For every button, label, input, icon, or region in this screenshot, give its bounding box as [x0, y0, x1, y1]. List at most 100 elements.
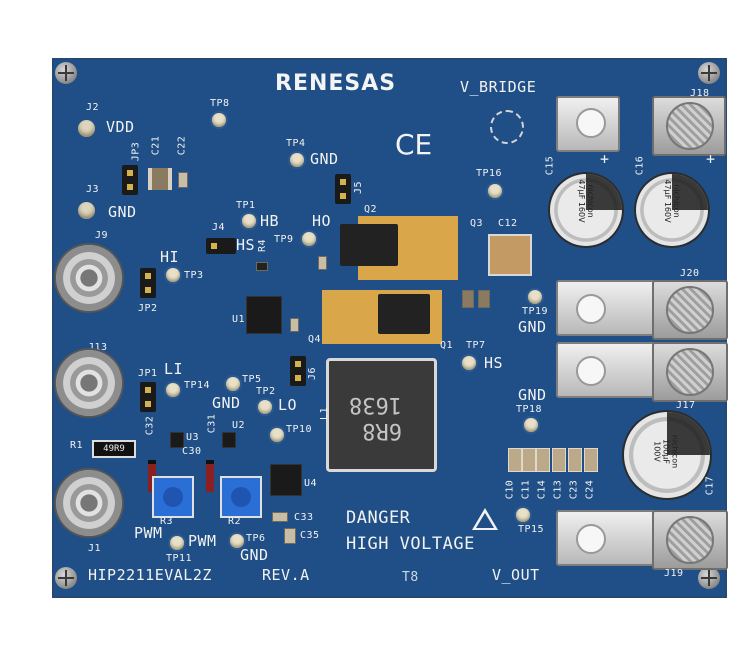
capacitor-c22: [178, 172, 188, 188]
lug-j20-a[interactable]: [556, 280, 660, 336]
test-point-tp19[interactable]: [528, 290, 542, 304]
bnc-connector-j9[interactable]: [56, 245, 122, 311]
lug-j19[interactable]: [556, 510, 660, 566]
test-point-tp1[interactable]: [242, 214, 256, 228]
test-point-tp14[interactable]: [166, 383, 180, 397]
label-v-out: V_OUT: [492, 566, 540, 584]
label-tp11: TP11: [166, 553, 193, 564]
label-j2: J2: [86, 102, 100, 113]
label-c15: C15: [544, 155, 556, 176]
label-hs-left: HS: [236, 236, 256, 254]
label-q3: Q3: [470, 218, 484, 229]
jumper-j4[interactable]: [206, 238, 236, 254]
test-point-tp7[interactable]: [462, 356, 476, 370]
test-point-tp15[interactable]: [516, 508, 530, 522]
capacitor-c14: [536, 448, 550, 472]
warning-high-voltage: HIGH VOLTAGE: [346, 534, 475, 554]
label-v-bridge: V_BRIDGE: [460, 78, 537, 96]
label-j17: J17: [676, 400, 696, 411]
inductor-marking-line1: 6R8: [362, 418, 402, 443]
bnc-connector-j13[interactable]: [56, 350, 122, 416]
label-gnd-tp5: GND: [212, 394, 241, 412]
label-c23: C23: [568, 479, 580, 500]
jumper-jp1[interactable]: [140, 382, 156, 412]
jumper-j6[interactable]: [290, 356, 306, 386]
label-c21: C21: [150, 135, 162, 156]
jumper-jp3[interactable]: [122, 165, 138, 195]
capacitor-c4: [290, 318, 299, 332]
label-gnd-tp6: GND: [240, 546, 269, 564]
mosfet-q1: [378, 294, 430, 334]
label-tp3: TP3: [184, 270, 204, 281]
capacitor-c11: [522, 448, 536, 472]
label-model: HIP2211EVAL2Z: [88, 566, 212, 584]
high-voltage-warning-icon: [472, 508, 498, 530]
recycle-icon: [490, 110, 524, 144]
test-point-tp11[interactable]: [170, 536, 184, 550]
label-j4: J4: [212, 222, 226, 233]
label-c16: C16: [634, 155, 646, 176]
label-c22: C22: [176, 135, 188, 156]
label-j3: J3: [86, 184, 100, 195]
label-vdd: VDD: [106, 118, 135, 136]
test-point-tp16[interactable]: [488, 184, 502, 198]
test-point-tp2[interactable]: [258, 400, 272, 414]
test-point-tp5[interactable]: [226, 377, 240, 391]
terminal-j19[interactable]: [652, 510, 728, 570]
label-hi: HI: [160, 248, 180, 266]
electrolytic-capacitor-c16: nichicon 47µF 160V: [636, 174, 708, 246]
trimmer-r3[interactable]: [152, 476, 194, 518]
label-tp6: TP6: [246, 533, 266, 544]
terminal-j18[interactable]: [652, 96, 726, 156]
terminal-j20-b[interactable]: [652, 342, 728, 402]
label-tp1: TP1: [236, 200, 256, 211]
label-gnd-j-lower: GND: [518, 386, 547, 404]
vdd-pad[interactable]: [78, 120, 95, 137]
label-tp14: TP14: [184, 380, 211, 391]
label-c31: C31: [206, 413, 218, 434]
jumper-j5[interactable]: [335, 174, 351, 204]
label-tp19: TP19: [522, 306, 549, 317]
screw-top-right: [698, 62, 720, 84]
jumper-jp2[interactable]: [140, 268, 156, 298]
label-ho: HO: [312, 212, 332, 230]
test-point-tp9[interactable]: [302, 232, 316, 246]
test-point-tp8[interactable]: [212, 113, 226, 127]
label-tp8: TP8: [210, 98, 230, 109]
label-c12: C12: [498, 218, 518, 229]
terminal-j20-a[interactable]: [652, 280, 728, 340]
screw-bottom-right: [698, 567, 720, 589]
label-tp7: TP7: [466, 340, 486, 351]
resistor-r1: 49R9: [92, 440, 136, 458]
label-hb: HB: [260, 212, 280, 230]
label-tp2: TP2: [256, 386, 276, 397]
test-point-tp18[interactable]: [524, 418, 538, 432]
label-u3: U3: [186, 432, 200, 443]
electrolytic-capacitor-c17: nichicon 100µF 100V: [624, 412, 710, 498]
label-c17: C17: [704, 475, 716, 496]
label-gnd-j3: GND: [108, 203, 137, 221]
label-r2: R2: [228, 516, 242, 527]
label-bottom-mark: T8: [402, 570, 419, 585]
gnd-pad-j3[interactable]: [78, 202, 95, 219]
label-jp2: JP2: [138, 303, 158, 314]
capacitor-c12: [488, 234, 532, 276]
test-point-tp3[interactable]: [166, 268, 180, 282]
brand-logo: RENESAS: [275, 71, 397, 96]
trimmer-r2[interactable]: [220, 476, 262, 518]
label-tp9: TP9: [274, 234, 294, 245]
test-point-tp10[interactable]: [270, 428, 284, 442]
diode-d3: [206, 460, 214, 492]
label-j19: J19: [664, 568, 684, 579]
chip-u1: [246, 296, 282, 334]
test-point-tp6[interactable]: [230, 534, 244, 548]
label-tp15: TP15: [518, 524, 545, 535]
lug-j18[interactable]: [556, 96, 620, 152]
test-point-tp4[interactable]: [290, 153, 304, 167]
label-r4: R4: [257, 238, 269, 253]
capacitor-c6: [478, 290, 490, 308]
label-j18: J18: [690, 88, 710, 99]
lug-j20-b[interactable]: [556, 342, 660, 398]
bnc-connector-j1[interactable]: [56, 470, 122, 536]
